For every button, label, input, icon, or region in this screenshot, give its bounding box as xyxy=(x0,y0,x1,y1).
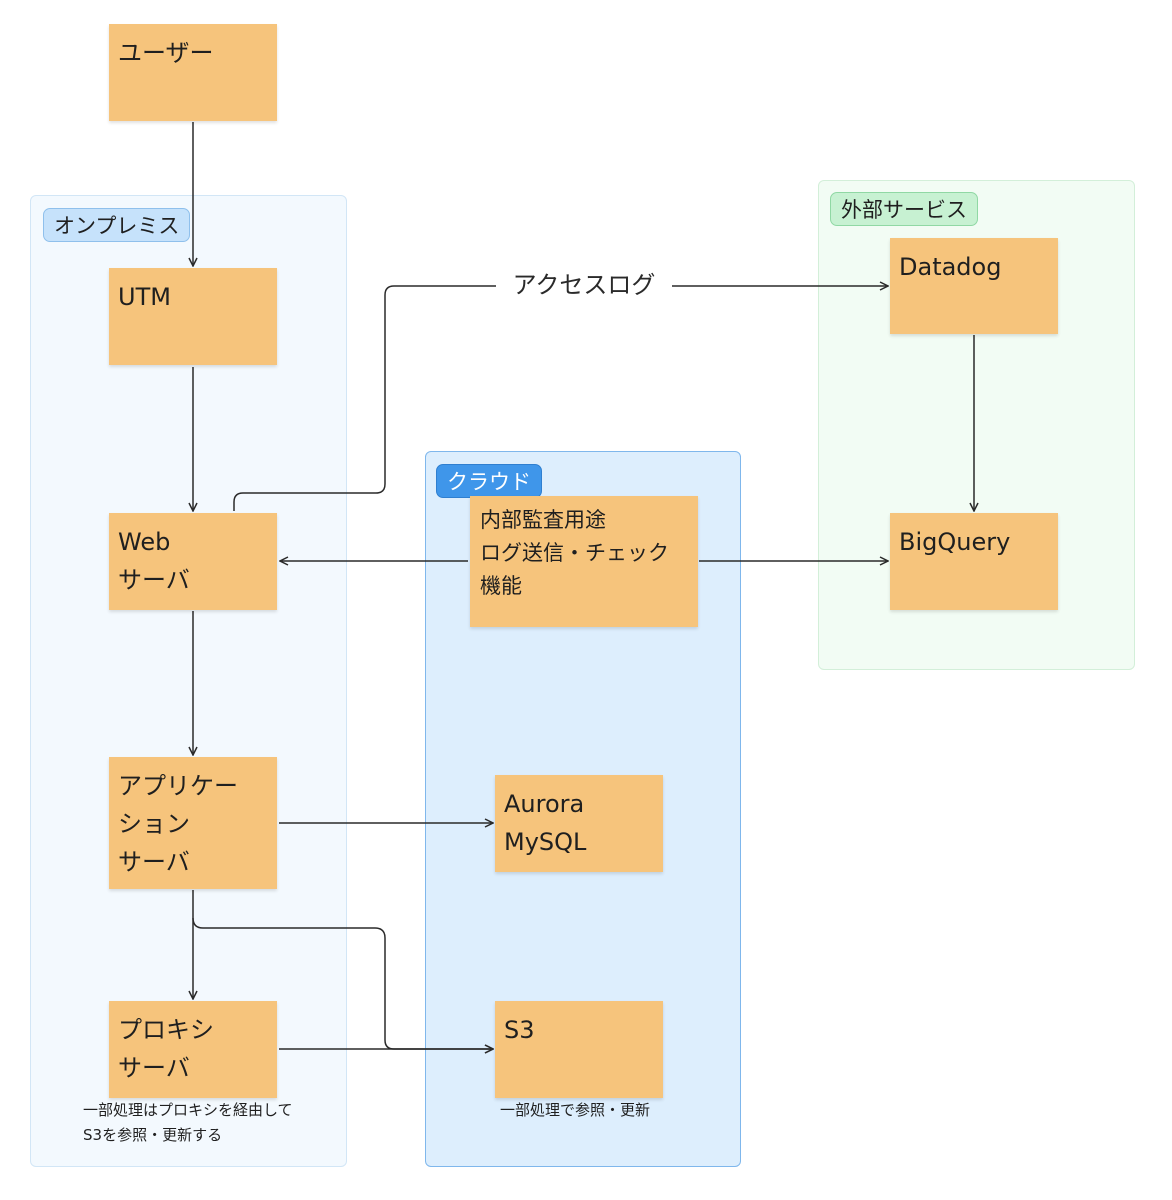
node-utm: UTM xyxy=(109,268,277,365)
node-user-text: ユーザー xyxy=(118,39,214,67)
node-proxy-server: プロキシ サーバ xyxy=(109,1001,277,1098)
node-aurora-mysql-line-2: MySQL xyxy=(504,828,587,856)
region-label-cloud: クラウド xyxy=(436,464,542,498)
caption-proxy-note-line-2: S3を参照・更新する xyxy=(83,1126,223,1144)
node-aurora-mysql: Aurora MySQL xyxy=(495,775,663,872)
node-internal-audit: 内部監査用途 ログ送信・チェック 機能 xyxy=(470,496,698,627)
edge-label-access-log: アクセスログ xyxy=(496,268,672,302)
node-application-server-line-3: サーバ xyxy=(118,848,190,876)
caption-s3-note-line-1: 一部処理で参照・更新 xyxy=(500,1101,651,1119)
node-aurora-mysql-line-1: Aurora xyxy=(504,790,585,818)
edge-web-to-datadog-access-log xyxy=(233,286,888,511)
caption-proxy-note: 一部処理はプロキシを経由して S3を参照・更新する xyxy=(83,1098,293,1148)
node-internal-audit-line-1: 内部監査用途 xyxy=(480,508,606,532)
node-proxy-server-line-1: プロキシ xyxy=(118,1016,214,1044)
node-application-server: アプリケー ション サーバ xyxy=(109,757,277,889)
region-label-onpremise: オンプレミス xyxy=(43,208,191,242)
node-internal-audit-line-3: 機能 xyxy=(480,574,522,598)
node-s3-text: S3 xyxy=(504,1016,535,1044)
node-bigquery: BigQuery xyxy=(890,513,1058,610)
node-web-server-line-2: サーバ xyxy=(118,566,190,594)
node-web-server: Web サーバ xyxy=(109,513,277,610)
edge-app-to-s3 xyxy=(192,917,493,1049)
node-datadog-text: Datadog xyxy=(899,253,1002,281)
node-utm-text: UTM xyxy=(118,283,171,311)
region-label-external-services: 外部サービス xyxy=(830,192,978,226)
caption-s3-note: 一部処理で参照・更新 xyxy=(500,1098,650,1123)
caption-proxy-note-line-1: 一部処理はプロキシを経由して xyxy=(83,1101,293,1119)
node-application-server-line-1: アプリケー xyxy=(118,772,238,800)
node-bigquery-text: BigQuery xyxy=(899,528,1011,556)
node-proxy-server-line-2: サーバ xyxy=(118,1054,190,1082)
node-s3: S3 xyxy=(495,1001,663,1098)
node-internal-audit-line-2: ログ送信・チェック xyxy=(480,541,669,565)
node-web-server-line-1: Web xyxy=(118,528,171,556)
node-user: ユーザー xyxy=(109,24,277,121)
node-application-server-line-2: ション xyxy=(118,810,190,838)
node-datadog: Datadog xyxy=(890,238,1058,334)
